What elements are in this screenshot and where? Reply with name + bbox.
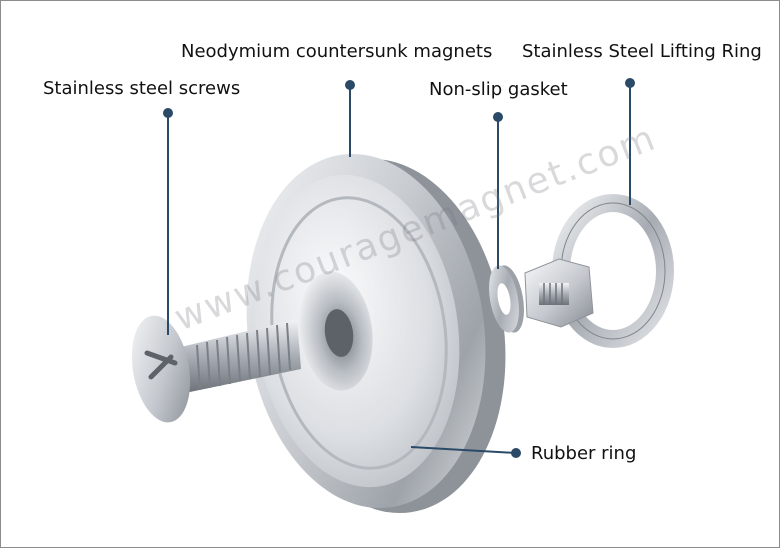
- lifting-eye-bolt: [524, 194, 674, 348]
- hole-center: [324, 309, 354, 357]
- label-stainless-steel-screws: Stainless steel screws: [43, 78, 241, 99]
- label-non-slip-gasket: Non-slip gasket: [429, 79, 568, 100]
- screw-shank: [181, 319, 301, 393]
- leader-lines: [163, 78, 635, 458]
- leader-rubber-ring: [410, 446, 517, 454]
- label-lifting-ring: Stainless Steel Lifting Ring: [522, 41, 762, 62]
- label-neodymium-magnets: Neodymium countersunk magnets: [181, 41, 493, 62]
- phillips-slot: [144, 350, 178, 380]
- label-rubber-ring: Rubber ring: [531, 443, 637, 464]
- screw-threads: [196, 322, 291, 391]
- stainless-steel-screw: [131, 315, 301, 423]
- non-slip-gasket: [489, 265, 524, 333]
